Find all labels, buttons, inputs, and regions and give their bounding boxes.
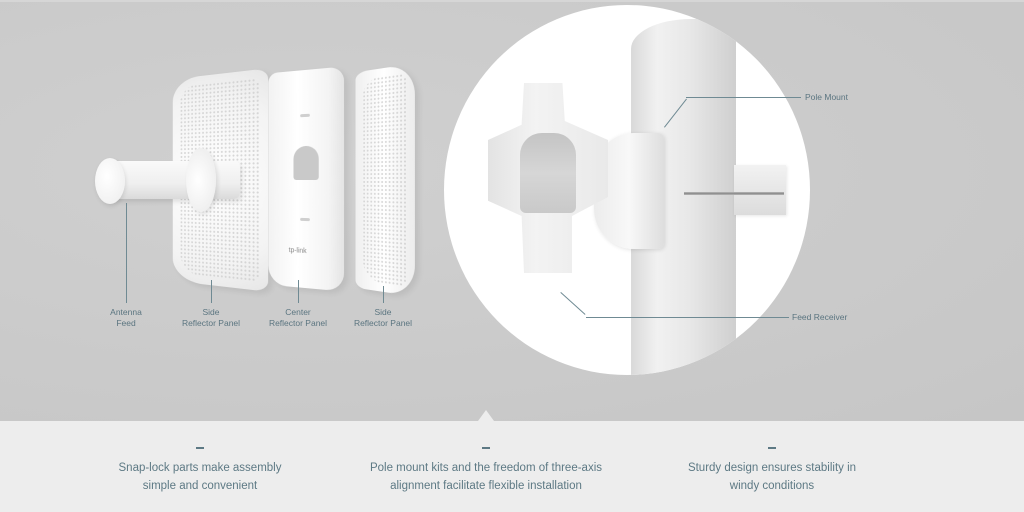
feature-text: Pole mount kits and the freedom of three… <box>369 461 603 474</box>
leader-line-pole-mount <box>686 97 801 98</box>
label-line: Feed <box>116 318 136 328</box>
product-hero: tp-link Antenna Feed Side Reflector Pane… <box>0 0 1024 421</box>
label-line: Reflector Panel <box>353 318 413 328</box>
active-section-caret <box>478 410 494 421</box>
panel-slot <box>300 113 310 118</box>
leader-line-side-panel-left <box>211 280 212 303</box>
leader-line-side-panel-right <box>383 286 384 303</box>
label-center-reflector: Center Reflector Panel <box>253 307 343 329</box>
label-line: Side <box>202 307 220 317</box>
feature-text: simple and convenient <box>142 479 258 492</box>
label-feed-receiver: Feed Receiver <box>792 312 848 322</box>
antenna-feed-ring-image <box>186 148 216 212</box>
feature-text: alignment facilitate flexible installati… <box>390 479 582 492</box>
feed-receiver-cavity <box>520 133 576 213</box>
leader-line-feed-receiver <box>586 317 789 318</box>
label-line: Reflector Panel <box>181 318 241 328</box>
panel-opening <box>293 145 319 181</box>
pole-mount-closeup <box>444 5 810 375</box>
center-reflector-panel-image: tp-link <box>268 66 345 292</box>
label-line: Antenna <box>110 307 142 317</box>
feature-dash <box>482 447 490 449</box>
feature-text: Snap-lock parts make assembly <box>118 461 282 474</box>
feature-text: windy conditions <box>729 479 815 492</box>
mount-bolt-image <box>684 192 784 195</box>
side-reflector-panel-right-image <box>355 63 415 297</box>
leader-line-antenna-feed <box>126 203 127 303</box>
leader-line-center-panel <box>298 280 299 303</box>
label-side-reflector-right: Side Reflector Panel <box>338 307 428 329</box>
tp-link-logo: tp-link <box>288 247 307 256</box>
label-line: Reflector Panel <box>268 318 328 328</box>
label-line: Side <box>374 307 392 317</box>
label-side-reflector-left: Side Reflector Panel <box>166 307 256 329</box>
label-pole-mount: Pole Mount <box>805 92 848 102</box>
feature-snap-lock: Snap-lock parts make assembly simple and… <box>50 441 350 495</box>
feature-dash <box>768 447 776 449</box>
top-border <box>0 0 1024 2</box>
label-line: Center <box>285 307 311 317</box>
antenna-feed-cap-image <box>95 158 125 204</box>
label-antenna-feed: Antenna Feed <box>81 307 171 329</box>
features-strip: Snap-lock parts make assembly simple and… <box>0 421 1024 512</box>
feature-pole-mount: Pole mount kits and the freedom of three… <box>336 441 636 495</box>
mount-bracket-image <box>734 165 786 215</box>
feature-dash <box>196 447 204 449</box>
feature-sturdy-design: Sturdy design ensures stability in windy… <box>622 441 922 495</box>
feature-text: Sturdy design ensures stability in <box>687 461 857 474</box>
panel-slot <box>300 217 310 222</box>
